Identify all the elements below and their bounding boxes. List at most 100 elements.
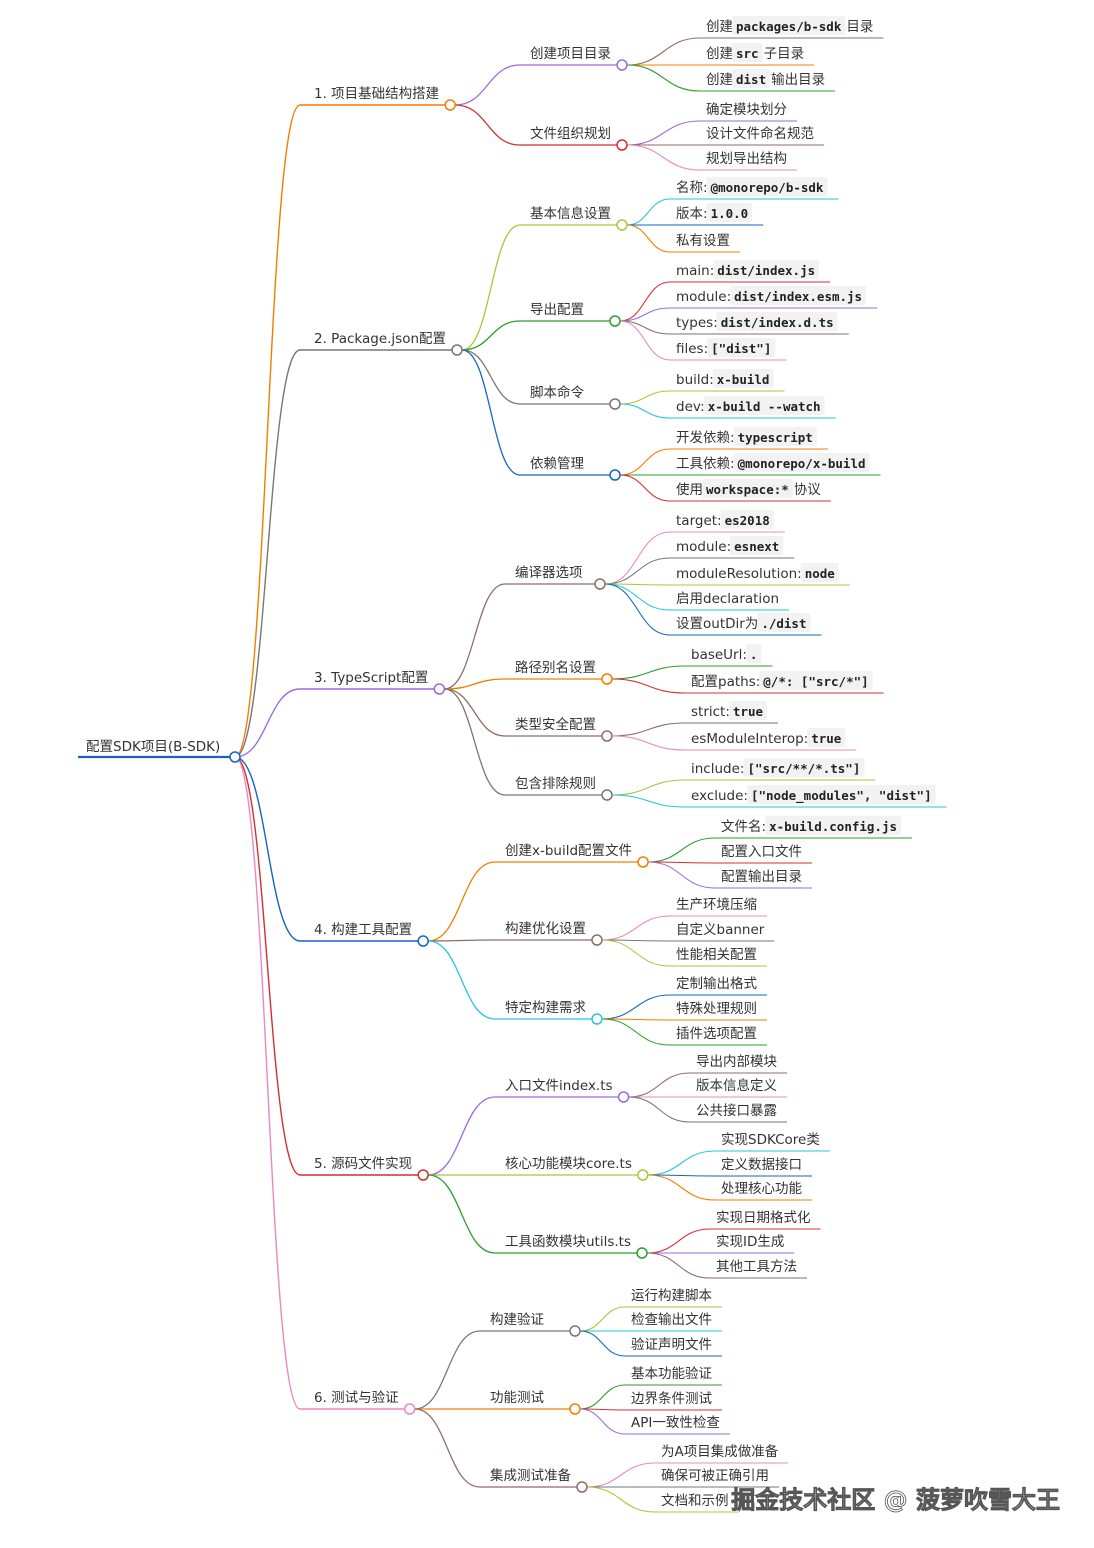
child-link: [455, 104, 521, 146]
leaf-text: 确保可被正确引用: [661, 1468, 769, 1484]
leaf-link: [604, 583, 671, 586]
child-link: [444, 688, 506, 737]
child-link: [444, 583, 506, 690]
branch-label: 3. TypeScript配置: [314, 670, 428, 686]
leaf-code-text: @/*: ["src/*"]: [763, 674, 868, 689]
leaf-code-text: dist/index.esm.js: [734, 289, 862, 304]
child-node[interactable]: [569, 1403, 581, 1415]
child-link: [444, 678, 506, 690]
leaf-code-text: ["node_modules", "dist"]: [751, 788, 932, 804]
code-chip: [707, 338, 776, 357]
leaf-link: [586, 1486, 656, 1513]
child-node[interactable]: [616, 219, 628, 231]
code-chip: [702, 479, 793, 498]
child-node[interactable]: [609, 469, 621, 481]
leaf-code-text: dist/index.js: [717, 263, 815, 278]
leaf-code-text: dist: [736, 72, 766, 87]
child-node[interactable]: [637, 856, 649, 868]
branch-link: [234, 756, 301, 1176]
leaf-code-text: ["dist"]: [711, 341, 771, 356]
code-chip: [800, 563, 839, 582]
leaf-text: 检查输出文件: [631, 1312, 712, 1328]
leaf-text: 文档和示例: [661, 1493, 729, 1509]
code-chip: [730, 536, 784, 555]
child-node[interactable]: [609, 315, 621, 327]
leaf-link: [626, 64, 701, 92]
leaf-code-text: workspace:*: [706, 482, 789, 497]
child-node[interactable]: [637, 1169, 649, 1181]
branch-node[interactable]: [417, 935, 429, 947]
leaf-text: esModuleInterop:: [691, 731, 808, 747]
branch-node[interactable]: [403, 1403, 416, 1415]
branch-node[interactable]: [444, 99, 456, 111]
child-node[interactable]: [591, 934, 603, 946]
leaf-link: [619, 448, 671, 476]
leaf-link: [647, 1228, 711, 1254]
code-chip: [728, 701, 768, 720]
leaf-text: 配置paths:: [691, 674, 760, 690]
child-node[interactable]: [617, 1091, 630, 1103]
child-node[interactable]: [601, 673, 613, 685]
leaf-text: 配置入口文件: [721, 844, 802, 860]
leaf-text: 名称:: [676, 180, 708, 196]
leaf-code-text: packages/b-sdk: [736, 19, 842, 34]
leaf-text: 协议: [794, 482, 822, 498]
child-label: 编译器选项: [515, 565, 583, 581]
child-node[interactable]: [616, 139, 628, 151]
leaf-link: [628, 1072, 691, 1098]
child-node[interactable]: [569, 1325, 581, 1337]
root-node[interactable]: [229, 751, 241, 763]
child-label: 集成测试准备: [490, 1467, 571, 1484]
leaf-text: 验证声明文件: [631, 1337, 712, 1353]
code-chip: [757, 613, 811, 632]
child-label: 创建x-build配置文件: [505, 843, 632, 859]
leaf-link: [579, 1384, 626, 1410]
nodes-layer: [229, 59, 649, 1493]
leaf-text: main:: [676, 263, 714, 279]
code-chip: [745, 644, 762, 663]
leaf-link: [601, 1018, 671, 1046]
links-layer: [234, 37, 716, 1513]
leaf-text: 插件选项配置: [676, 1026, 757, 1042]
leaf-link: [626, 144, 701, 171]
leaf-link: [604, 583, 671, 611]
child-label: 依赖管理: [530, 456, 584, 472]
code-chip: [765, 816, 901, 835]
leaf-link: [601, 939, 671, 967]
leaf-link: [626, 198, 671, 226]
branch-node[interactable]: [433, 683, 446, 695]
child-label: 类型安全配置: [515, 716, 596, 733]
branch-node[interactable]: [451, 344, 463, 356]
leaf-link: [647, 1174, 716, 1201]
child-node[interactable]: [636, 1247, 648, 1259]
leaf-text: 公共接口暴露: [696, 1102, 777, 1119]
leaf-text: include:: [691, 761, 744, 777]
branch-label: 2. Package.json配置: [314, 331, 446, 347]
code-chip: [712, 369, 774, 388]
child-link: [461, 224, 521, 351]
leaf-code-text: true: [733, 704, 764, 719]
leaf-text: 基本功能验证: [631, 1365, 712, 1382]
child-node[interactable]: [591, 1013, 603, 1025]
code-chip: [713, 260, 820, 279]
leaf-text: 处理核心功能: [721, 1181, 802, 1197]
leaf-text: 运行构建脚本: [631, 1288, 712, 1304]
child-node[interactable]: [616, 59, 628, 71]
child-node[interactable]: [601, 730, 613, 742]
leaf-link: [626, 224, 671, 253]
child-node[interactable]: [601, 789, 613, 801]
leaf-code-text: es2018: [725, 513, 770, 528]
child-node[interactable]: [594, 578, 606, 590]
leaf-code-text: x-build: [717, 372, 770, 387]
leaf-text: 创建: [706, 46, 733, 62]
child-node[interactable]: [609, 398, 621, 410]
leaf-code-text: esnext: [734, 539, 779, 554]
leaf-text: 为A项目集成做准备: [661, 1443, 779, 1460]
leaf-code-text: node: [805, 566, 836, 581]
leaf-link: [611, 722, 686, 737]
child-node[interactable]: [576, 1481, 588, 1493]
branch-node[interactable]: [417, 1169, 429, 1181]
leaf-text: 设置outDir为: [676, 616, 758, 632]
